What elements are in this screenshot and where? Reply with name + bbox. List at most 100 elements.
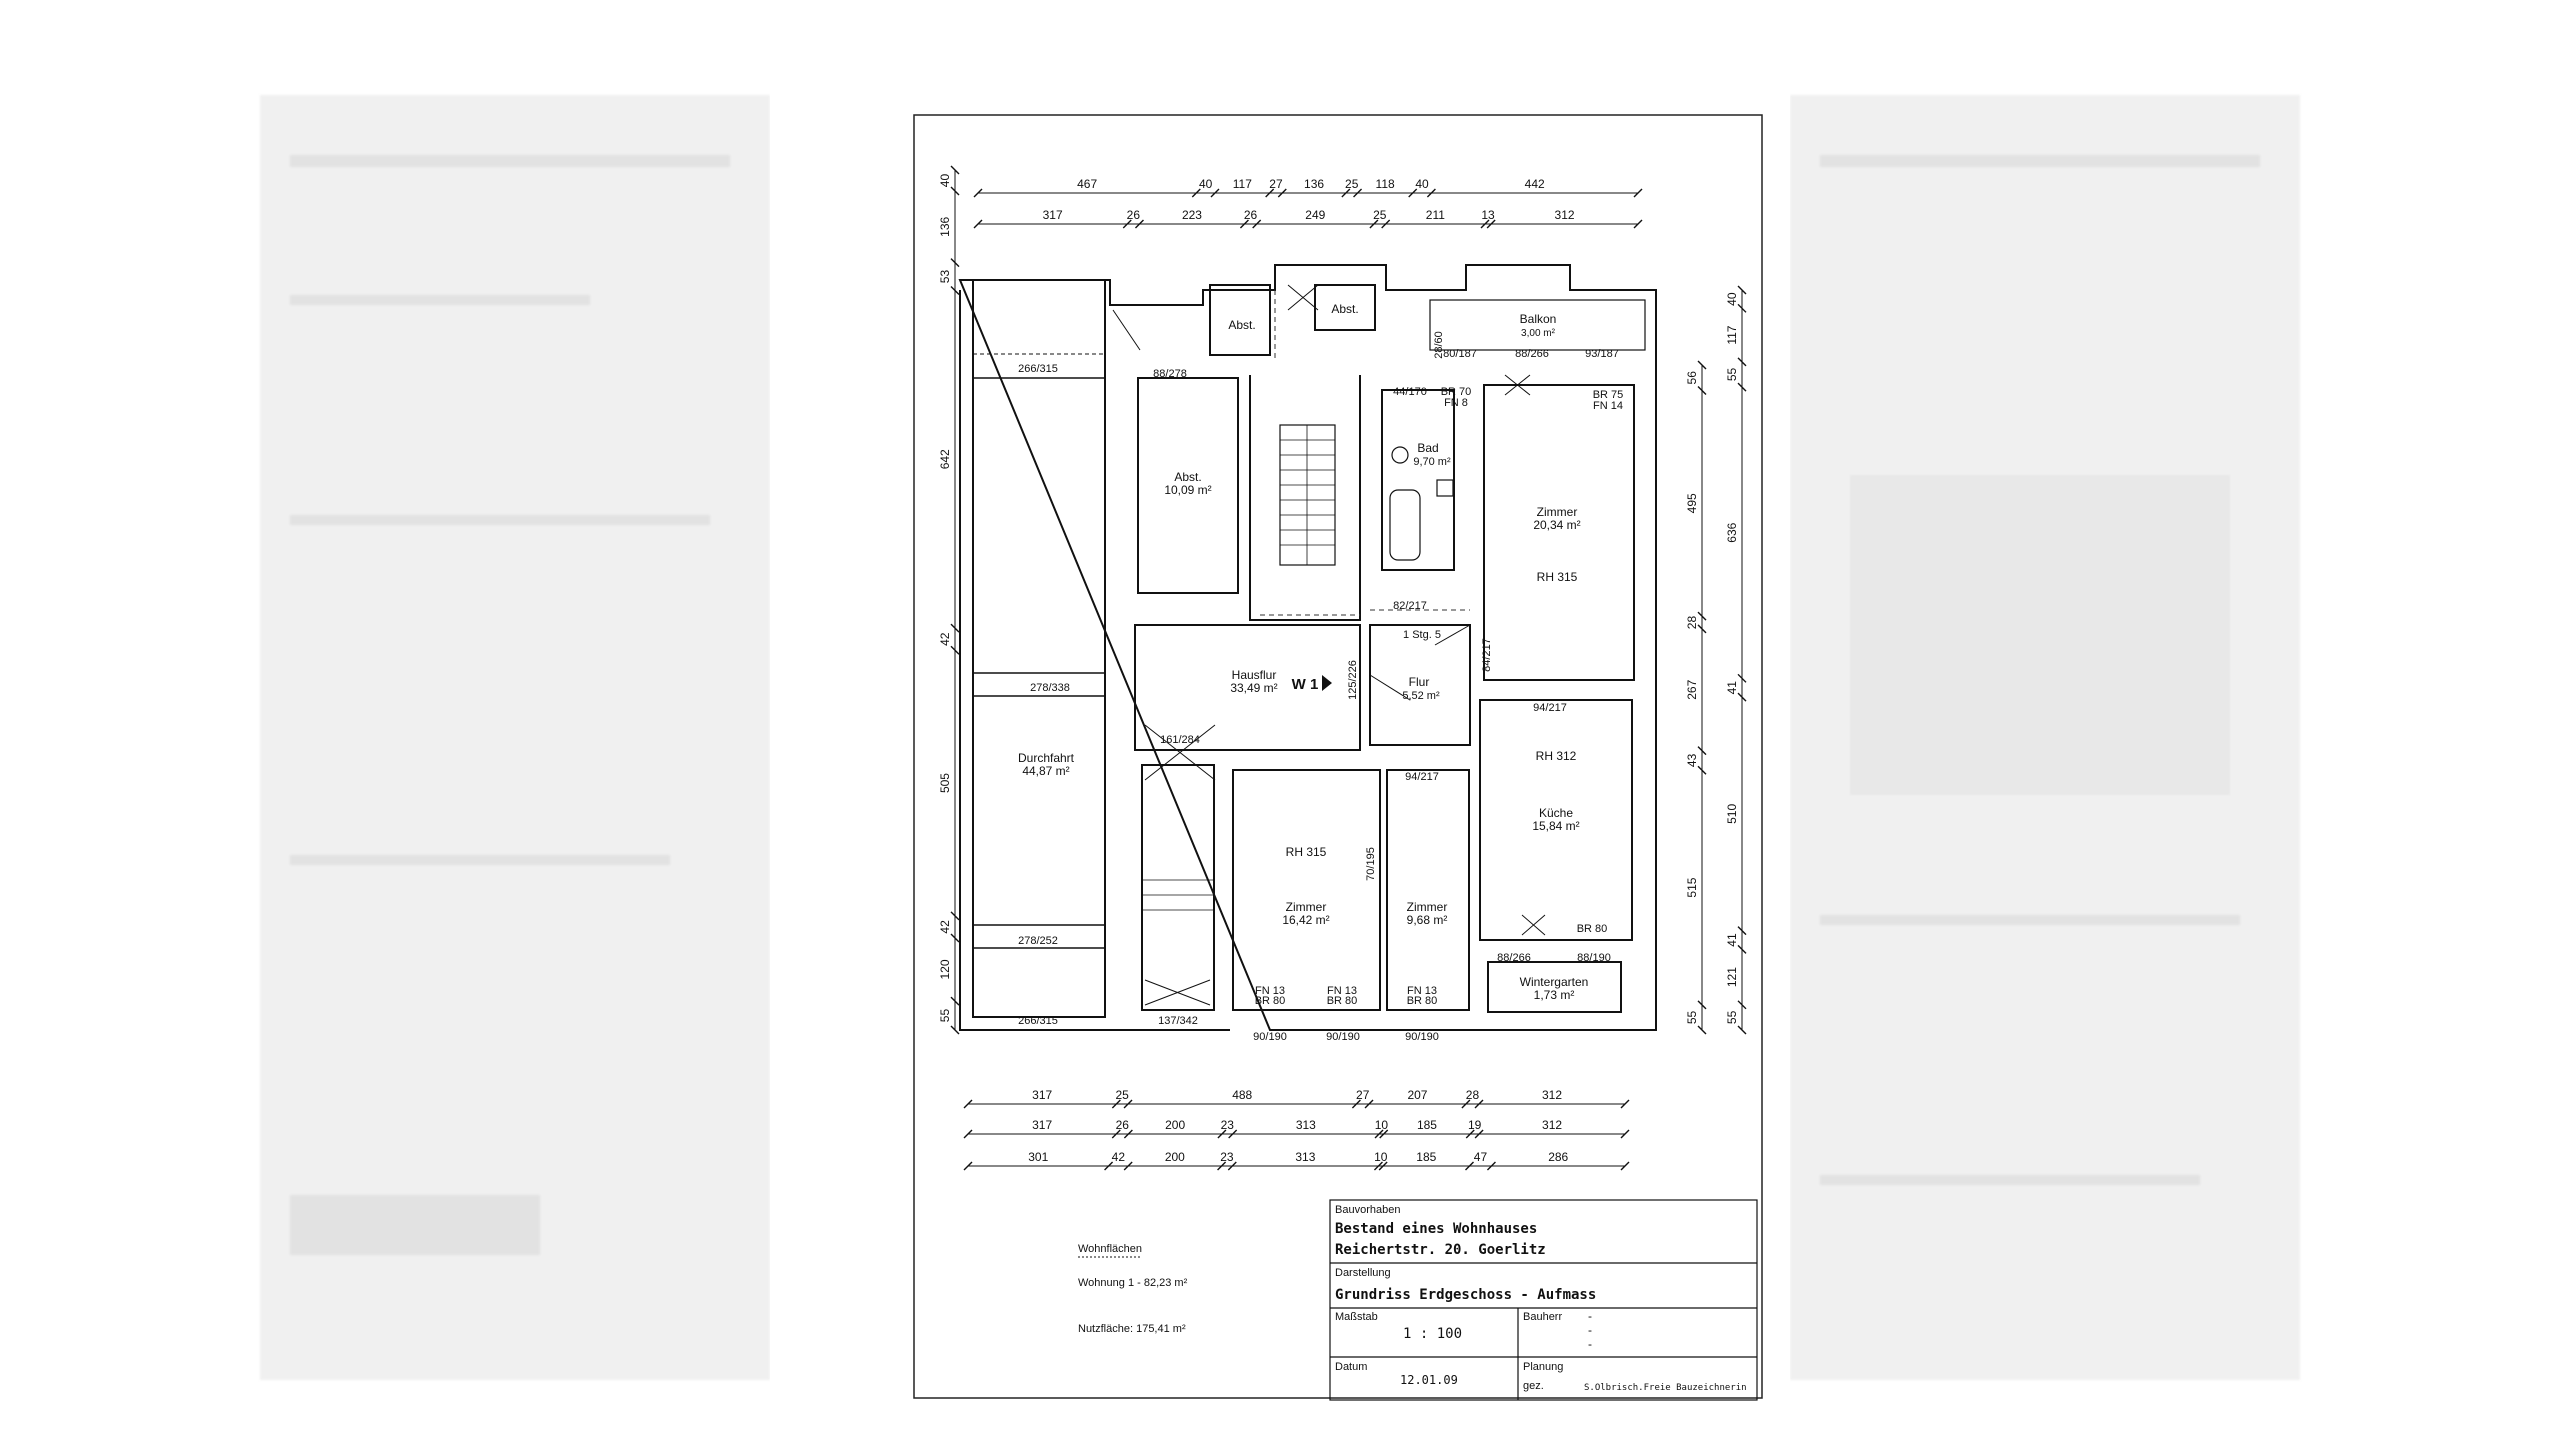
room-abst-small-2-label: Abst. [1331,302,1358,316]
dimension-value: 286 [1548,1150,1568,1164]
dimension-value: 26 [1127,208,1141,222]
room-zimmer-mid-area: 16,42 m² [1282,913,1329,927]
dimension-value: 28 [1685,616,1699,630]
dimension-value: 55 [1725,1010,1739,1024]
dimension-value: 55 [1725,367,1739,381]
dimension-value: 211 [1426,208,1445,222]
room-hausflur-name: Hausflur [1232,668,1277,682]
project-line-2: Reichertstr. 20. Goerlitz [1335,1242,1546,1258]
dimension-value: 55 [938,1009,952,1023]
dimension-value: 19 [1468,1118,1482,1132]
opening-label: 44/170 [1393,386,1427,398]
dimension-value: 136 [938,216,952,236]
client-value: - [1588,1323,1592,1337]
room-zimmer-right-rh: RH 315 [1537,570,1578,584]
opening-label: FN 14 [1593,400,1623,412]
room-zimmer-mid-name: Zimmer [1286,900,1327,914]
opening-label: 88/190 [1577,952,1611,964]
dimension-value: 313 [1296,1118,1316,1132]
opening-label: FN 13 [1327,985,1357,997]
room-abst-small-1-label: Abst. [1228,318,1255,332]
room-abst-name: Abst. [1174,470,1201,484]
dimension-value: 442 [1525,177,1545,191]
dimension-value: 313 [1295,1150,1315,1164]
dimension-value: 317 [1043,208,1063,222]
room-wintergarten-name: Wintergarten [1520,975,1589,989]
dimension-value: 117 [1725,325,1739,344]
dimension-value: 136 [1304,177,1324,191]
opening-label: 266/315 [1018,363,1058,375]
client-value: - [1588,1309,1592,1323]
previous-page-thumbnail[interactable] [260,95,770,1380]
dimension-value: 53 [938,270,952,284]
dimension-value: 42 [938,632,952,646]
dimension-value: 467 [1077,177,1097,191]
dashed-lines [1260,290,1470,616]
dimension-value: 26 [1244,208,1258,222]
opening-label: BR 70 [1441,386,1472,398]
dimension-value: 185 [1416,1150,1436,1164]
dimension-value: 510 [1725,804,1739,824]
dimension-value: 121 [1725,967,1739,987]
opening-labels: 266/315 88/278 80/187 88/266 93/187 28/6… [1018,331,1623,1043]
dimension-value: 56 [1685,371,1699,385]
date-label: Datum [1335,1361,1367,1373]
dimension-value: 317 [1032,1118,1052,1132]
room-kueche-area: 15,84 m² [1532,819,1579,833]
opening-label: 125/226 [1347,660,1359,700]
opening-label: 80/187 [1443,348,1477,360]
opening-label: 137/342 [1158,1015,1198,1027]
dimension-value: 40 [1725,292,1739,306]
planner-name: S.Olbrisch.Freie Bauzeichnerin [1584,1383,1747,1393]
title-block [1329,1199,1758,1401]
dimension-value: 42 [938,920,952,934]
dimension-value: 40 [1415,177,1429,191]
room-flur-area: 5,52 m² [1402,690,1440,702]
dimension-value: 488 [1232,1088,1252,1102]
drawing-title: Grundriss Erdgeschoss - Aufmass [1335,1287,1596,1303]
dimension-value: 642 [938,449,952,469]
opening-label: 90/190 [1405,1031,1439,1043]
dimension-value: 312 [1555,208,1575,222]
opening-label: 28/60 [1433,331,1445,359]
dimension-value: 40 [1199,177,1213,191]
dimension-value: 505 [938,773,952,793]
opening-label: FN 13 [1407,985,1437,997]
dimension-value: 312 [1542,1118,1562,1132]
date-value: 12.01.09 [1400,1373,1458,1387]
room-durchfahrt-area: 44,87 m² [1022,764,1069,778]
client-value: - [1588,1337,1592,1351]
room-flur-name: Flur [1409,675,1430,689]
opening-label: 278/338 [1030,682,1070,694]
dimension-value: 25 [1373,208,1387,222]
drawing-label: Darstellung [1335,1267,1391,1279]
dimension-value: 317 [1032,1088,1052,1102]
room-zimmer-right-name: Zimmer [1537,505,1578,519]
room-hausflur-area: 33,49 m² [1230,681,1277,695]
dimension-value: 10 [1374,1150,1388,1164]
room-labels: Abst. Abst. Balkon 3,00 m² Abst. 10,09 m… [1018,302,1588,1002]
scale-value: 1 : 100 [1403,1326,1462,1342]
project-line-1: Bestand eines Wohnhauses [1335,1221,1537,1237]
opening-label: BR 80 [1407,995,1438,1007]
dimension-value: 27 [1356,1088,1370,1102]
dimension-column-right-outer: 40 117 55 636 41 510 41 121 55 [1725,285,1747,1035]
dimension-value: 117 [1233,177,1252,191]
dimension-value: 301 [1028,1150,1048,1164]
dimension-value: 41 [1725,933,1739,947]
opening-label: BR 80 [1577,923,1608,935]
title-block-text: Bauvorhaben Bestand eines Wohnhauses Rei… [1335,1204,1747,1393]
dimension-value: 41 [1725,681,1739,695]
dimension-value: 118 [1376,177,1395,191]
dimension-value: 636 [1725,522,1739,542]
room-wintergarten-area: 1,73 m² [1534,988,1575,1002]
opening-label: 88/266 [1515,348,1549,360]
dimension-value: 185 [1417,1118,1437,1132]
next-page-thumbnail[interactable] [1790,95,2300,1380]
